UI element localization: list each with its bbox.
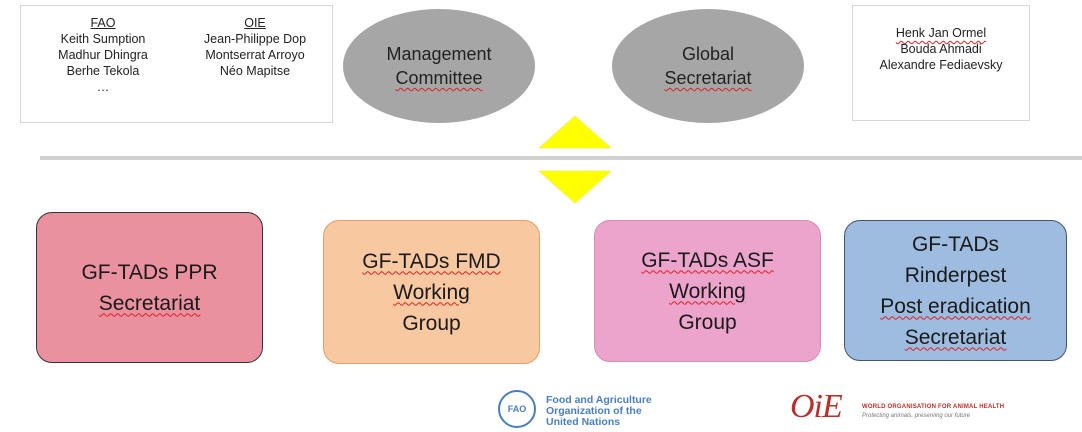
management-committee-line1: Management (386, 44, 492, 64)
rinderpest-line2: Rinderpest (904, 263, 1007, 287)
rinderpest-line3: Post eradication (880, 294, 1031, 318)
oie-name: Montserrat Arroyo (205, 48, 305, 62)
down-arrow-icon (539, 171, 611, 203)
fao-logo-text: Food and Agriculture Organization of the… (546, 395, 652, 428)
fao-name: Keith Sumption (60, 32, 146, 46)
ppr-line1: GF-TADs PPR (81, 260, 218, 284)
divider-line (40, 156, 1082, 160)
right-name: Alexandre Fediaevsky (879, 58, 1003, 72)
fao-logo-line: United Nations (546, 416, 621, 428)
fao-name: Madhur Dhingra (58, 48, 148, 62)
global-secretariat-node: Global Secretariat (612, 9, 804, 123)
fao-heading: FAO (90, 16, 116, 30)
fmd-line1: GF-TADs FMD (362, 249, 501, 273)
rinderpest-line1: GF-TADs (911, 232, 1000, 256)
fao-logo-line: Organization of the (546, 405, 642, 417)
oie-logo-line1: WORLD ORGANISATION FOR ANIMAL HEALTH (862, 404, 1005, 410)
rinderpest-line4: Secretariat (904, 325, 1007, 349)
global-secretariat-line2: Secretariat (664, 68, 752, 88)
ppr-secretariat-box: GF-TADs PPR Secretariat (36, 212, 263, 363)
right-names-box: Henk Jan Ormel Bouda Ahmadi Alexandre Fe… (852, 5, 1030, 121)
asf-working-group-box: GF-TADs ASF Working Group (594, 220, 821, 362)
up-arrow-icon (539, 116, 611, 148)
ppr-line2: Secretariat (98, 291, 201, 315)
global-secretariat-line1: Global (681, 44, 735, 64)
asf-line2: Working (669, 279, 746, 303)
fao-name: … (96, 80, 110, 94)
oie-logo: OiE WORLD ORGANISATION FOR ANIMAL HEALTH… (790, 388, 1040, 430)
management-committee-node: Management Committee (343, 9, 535, 123)
oie-name: Jean-Philippe Dop (203, 32, 307, 46)
fmd-line2: Working (393, 280, 470, 304)
fmd-working-group-box: GF-TADs FMD Working Group (323, 220, 540, 364)
right-names-column: Henk Jan Ormel Bouda Ahmadi Alexandre Fe… (853, 25, 1029, 73)
oie-name: Néo Mapitse (219, 64, 291, 78)
fao-logo-line: Food and Agriculture (546, 394, 652, 406)
left-names-box: FAO Keith Sumption Madhur Dhingra Berhe … (20, 5, 333, 123)
fao-name: Berhe Tekola (66, 64, 140, 78)
rinderpest-secretariat-box: GF-TADs Rinderpest Post eradication Secr… (844, 220, 1067, 361)
management-committee-line2: Committee (395, 68, 483, 88)
fao-emblem-icon: FAO (498, 390, 536, 428)
right-name: Bouda Ahmadi (900, 42, 982, 56)
right-name: Henk Jan Ormel (895, 26, 987, 40)
asf-line3: Group (678, 310, 737, 334)
oie-heading: OIE (244, 16, 266, 30)
fao-names-column: FAO Keith Sumption Madhur Dhingra Berhe … (33, 15, 173, 95)
fmd-line3: Group (402, 311, 461, 335)
oie-logo-line2: Protecting animals, preserving our futur… (862, 413, 971, 419)
asf-line1: GF-TADs ASF (641, 248, 774, 272)
oie-names-column: OIE Jean-Philippe Dop Montserrat Arroyo … (181, 15, 329, 79)
oie-mark-icon: OiE (790, 388, 843, 425)
fao-logo: FAO Food and Agriculture Organization of… (498, 390, 688, 430)
